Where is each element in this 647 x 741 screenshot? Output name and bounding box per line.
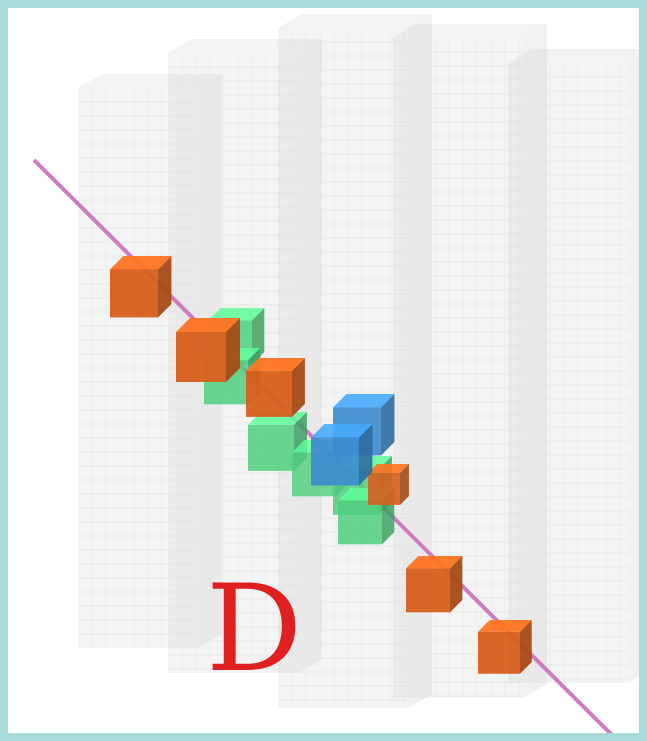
panel-label: D (206, 560, 303, 699)
orange-cube (406, 556, 463, 613)
grid-column (508, 49, 639, 683)
detector-grid (78, 14, 639, 708)
hit-cubes (110, 256, 532, 674)
blue-cube (311, 424, 373, 486)
orange-cube (368, 464, 409, 505)
orange-cube (246, 358, 305, 417)
orange-cube (110, 256, 172, 318)
orange-cube (478, 620, 532, 674)
detector-scene (32, 14, 639, 733)
figure-frame: D (8, 8, 639, 733)
orange-cube (176, 318, 240, 382)
